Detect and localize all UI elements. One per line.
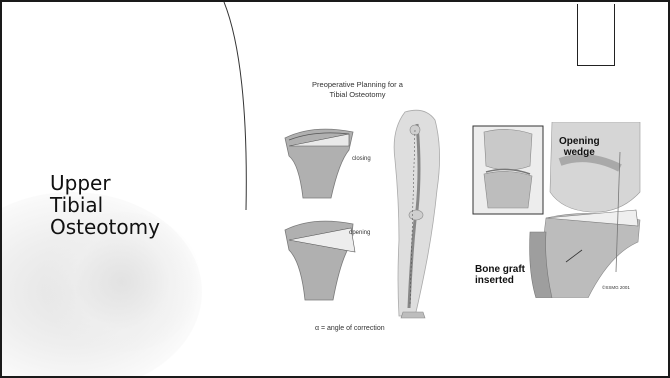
opening-tibia-illustration xyxy=(285,221,355,300)
label-line: Opening xyxy=(559,136,600,147)
knee-inset xyxy=(473,126,543,214)
slide-title-line: Osteotomy xyxy=(50,216,160,238)
label-line: Bone graft xyxy=(475,264,525,275)
corner-box xyxy=(577,4,615,66)
slide-title-line: Upper xyxy=(50,172,160,194)
label-line: wedge xyxy=(559,147,600,158)
slide-title: Upper Tibial Osteotomy xyxy=(50,172,160,238)
label-closing: closing xyxy=(352,156,371,162)
slide-title-line: Tibial xyxy=(50,194,160,216)
diagram-drawing xyxy=(265,80,450,342)
closing-tibia-illustration xyxy=(285,129,353,198)
leg-skeleton-illustration xyxy=(394,110,439,318)
label-opening-wedge: Opening wedge xyxy=(559,136,600,158)
label-bone-graft: Bone graft inserted xyxy=(475,264,525,286)
planning-diagram: Preoperative Planning for a Tibial Osteo… xyxy=(265,80,450,342)
copyright-notice: ©SSMG 2001 xyxy=(602,285,630,290)
label-line: inserted xyxy=(475,275,525,286)
diagram-caption: α = angle of correction xyxy=(315,325,385,332)
label-opening: opening xyxy=(349,230,370,236)
